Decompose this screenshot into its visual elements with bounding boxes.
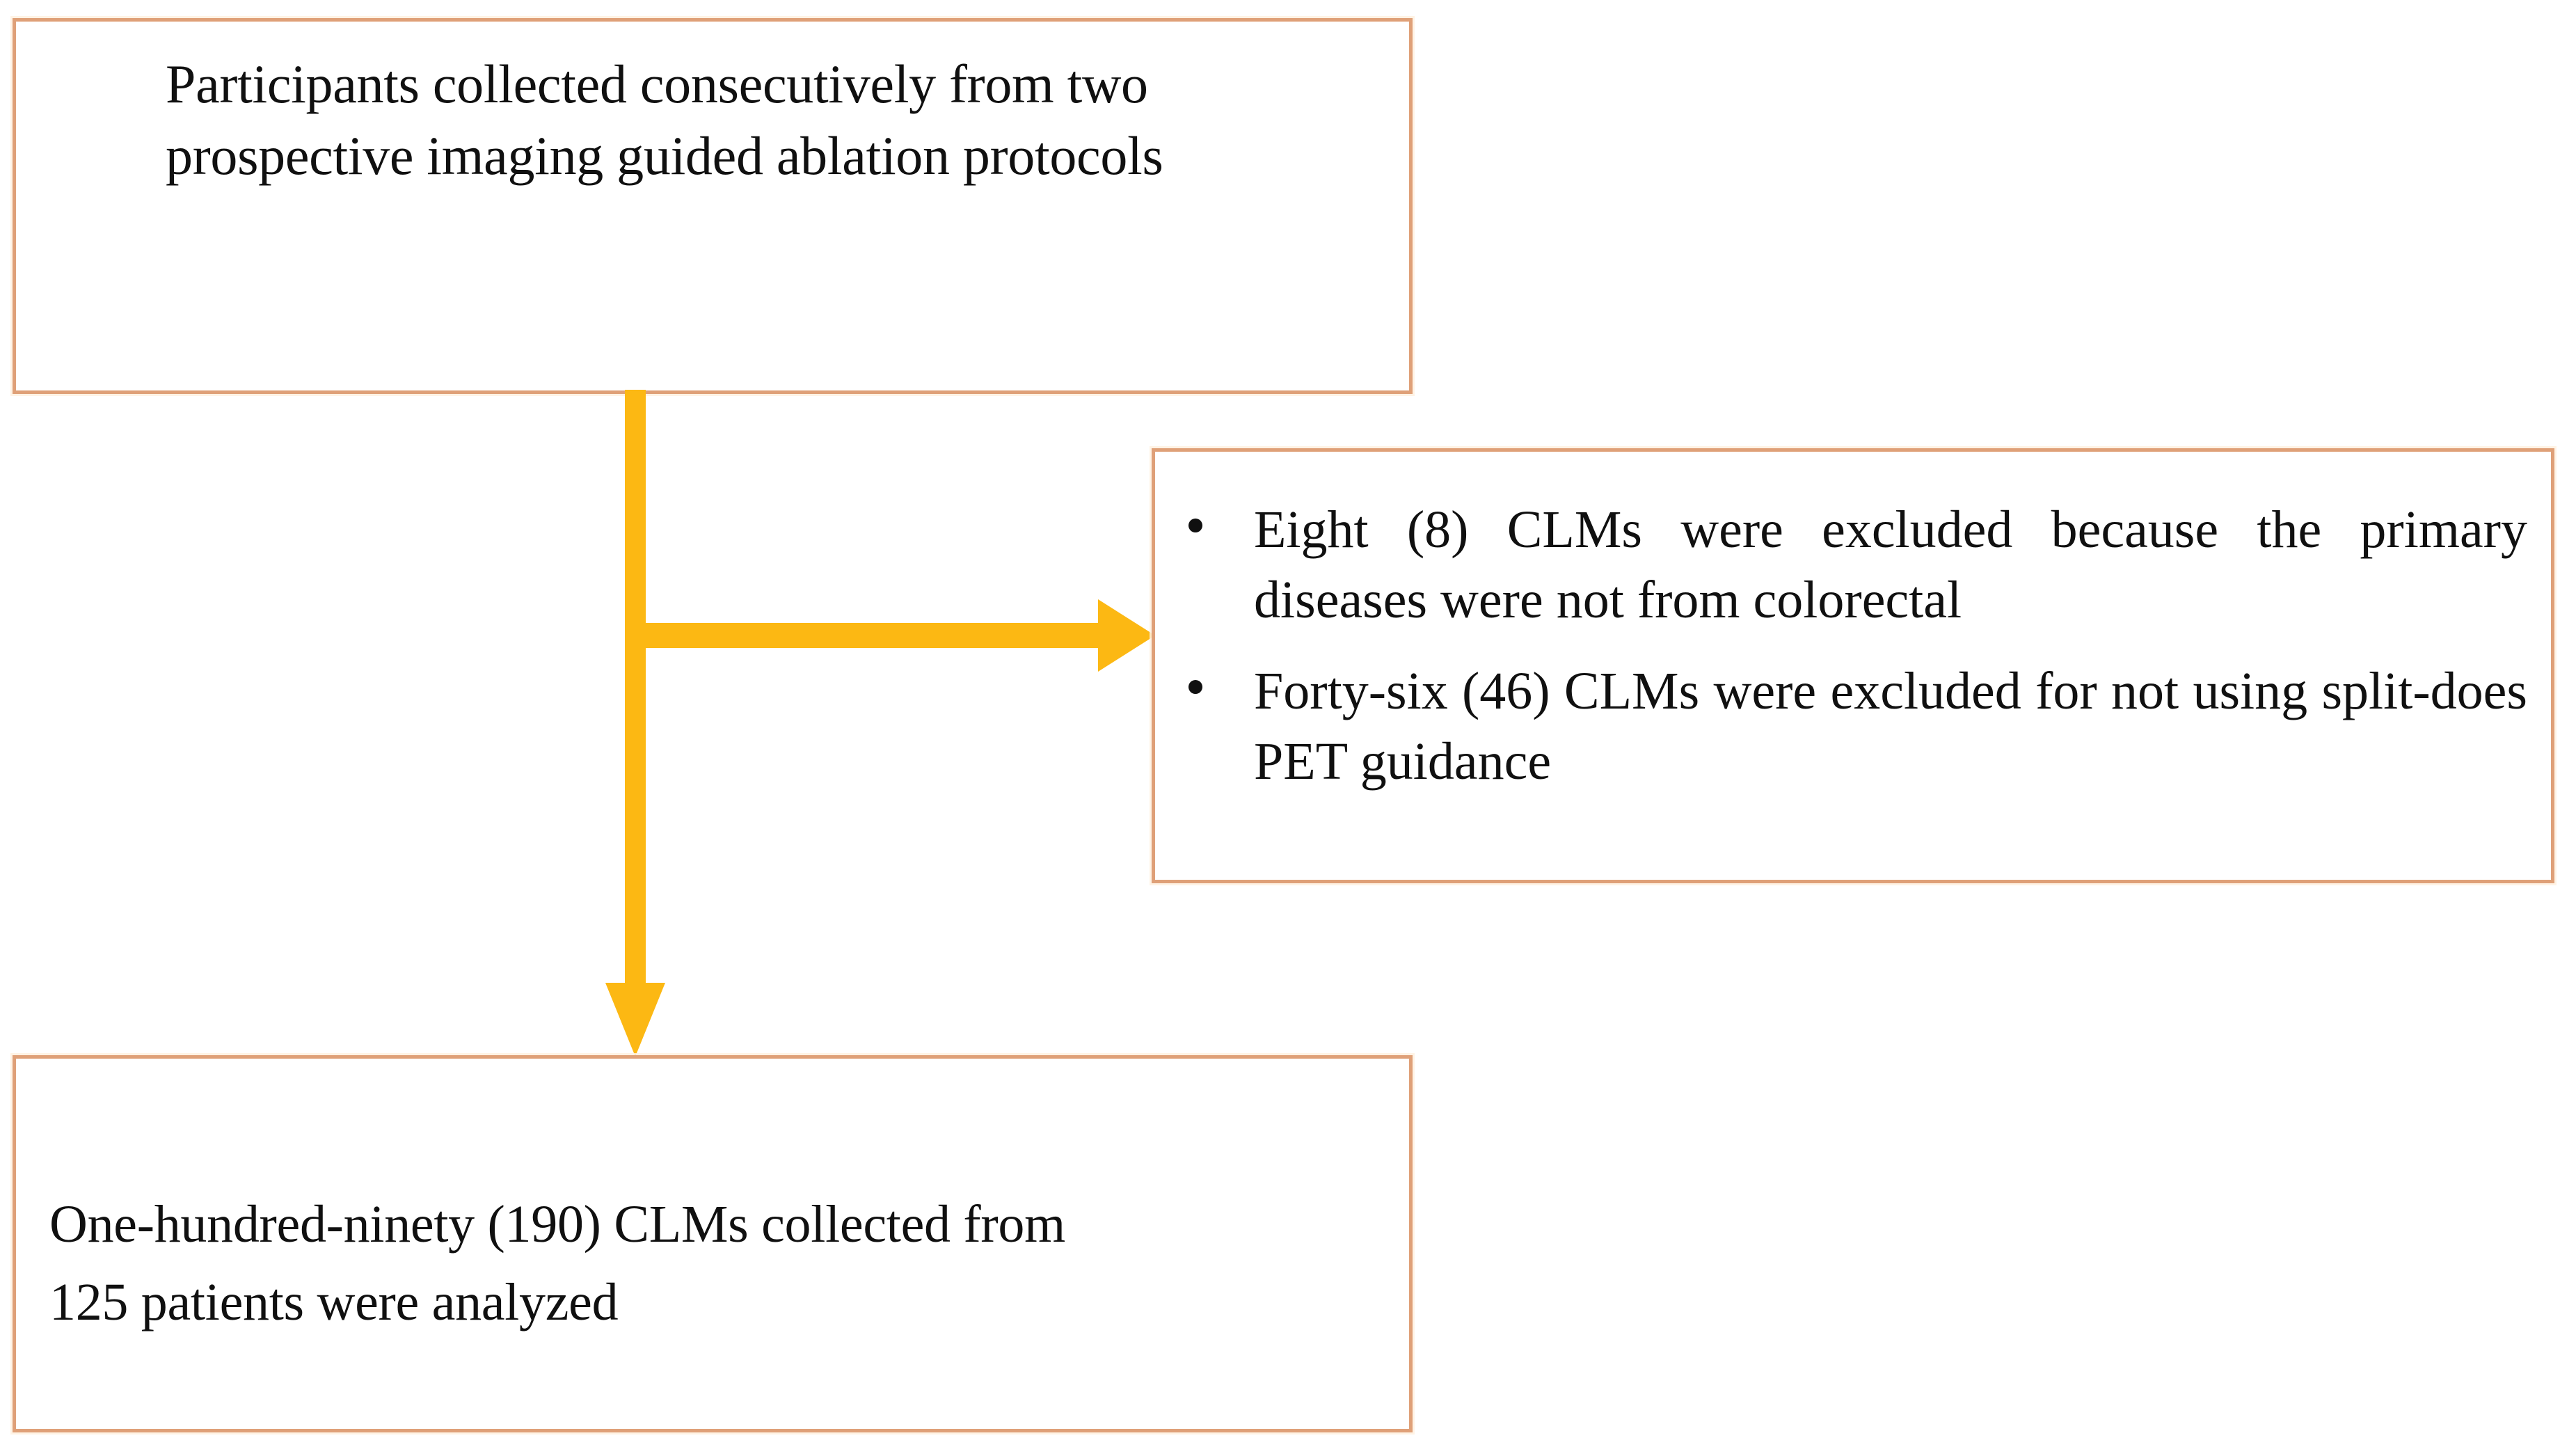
analyzed-text: One-hundred-ninety (190) CLMs collected … bbox=[49, 1185, 1065, 1341]
list-item: Eight (8) CLMs were excluded because the… bbox=[1184, 495, 2527, 635]
exclusion-reason-2: Forty-six (46) CLMs were excluded for no… bbox=[1254, 662, 2527, 791]
enrollment-text: Participants collected consecutively fro… bbox=[166, 48, 1163, 191]
exclusion-list: Eight (8) CLMs were excluded because the… bbox=[1184, 495, 2527, 797]
exclusion-reason-1: Eight (8) CLMs were excluded because the… bbox=[1254, 500, 2527, 629]
arrow-down-icon bbox=[605, 983, 665, 1057]
flow-node-analyzed: One-hundred-ninety (190) CLMs collected … bbox=[13, 1055, 1413, 1432]
analyzed-line-1: One-hundred-ninety (190) CLMs collected … bbox=[49, 1195, 1065, 1254]
enrollment-line-2: prospective imaging guided ablation prot… bbox=[166, 125, 1163, 186]
connector-trunk-vertical bbox=[625, 390, 646, 986]
flow-node-enrollment: Participants collected consecutively fro… bbox=[13, 18, 1413, 394]
connector-branch-horizontal bbox=[635, 623, 1101, 648]
flow-node-exclusions: Eight (8) CLMs were excluded because the… bbox=[1152, 448, 2554, 883]
arrow-right-icon bbox=[1098, 599, 1155, 672]
enrollment-line-1: Participants collected consecutively fro… bbox=[166, 54, 1148, 114]
analyzed-line-2: 125 patients were analyzed bbox=[49, 1273, 619, 1331]
bullet-icon bbox=[1188, 519, 1202, 532]
bullet-icon bbox=[1188, 680, 1202, 694]
list-item: Forty-six (46) CLMs were excluded for no… bbox=[1184, 656, 2527, 797]
